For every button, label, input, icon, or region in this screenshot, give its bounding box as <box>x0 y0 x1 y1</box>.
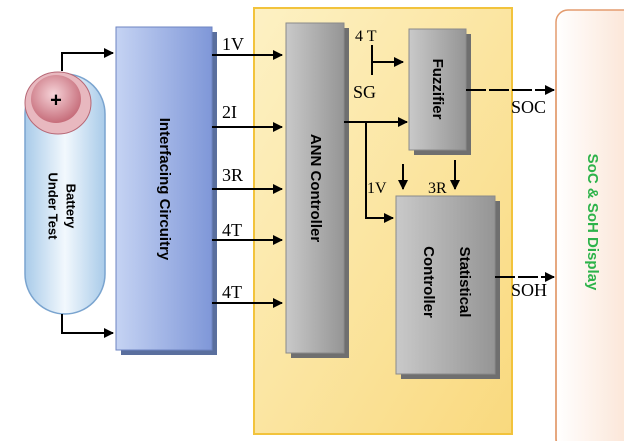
interfacing-label: Interfacing Circuitry <box>156 118 173 261</box>
signal-label-fuzz-4t: 4 T <box>355 28 377 45</box>
display-box: SoC & SoH Display <box>555 9 624 441</box>
signal-arrow-4: 4T <box>212 220 283 245</box>
battery-bottom-connector <box>61 314 114 338</box>
ann-controller-box: ANN Controller <box>285 22 349 358</box>
statistical-label-line1: Statistical <box>456 247 473 318</box>
soc-output-arrow: SOC <box>466 85 555 117</box>
battery-terminal: + <box>24 71 92 135</box>
signal-label-soc: SOC <box>511 97 546 117</box>
interfacing-circuitry-box: Interfacing Circuitry <box>115 26 217 355</box>
signal-arrow-2: 2I <box>212 102 283 132</box>
ann-controller-label: ANN Controller <box>307 134 324 242</box>
battery: + Battery Under Test <box>24 71 106 315</box>
display-label: SoC & SoH Display <box>584 154 601 291</box>
signal-label-sg: SG <box>353 82 376 102</box>
signal-label-4t-second: 4T <box>222 282 242 302</box>
signal-label-stat-1v: 1V <box>367 180 387 197</box>
battery-label-line1: Battery <box>64 184 79 230</box>
signal-label-stat-3r: 3R <box>428 180 447 197</box>
soh-output-arrow: SOH <box>495 272 555 300</box>
statistical-label-line2: Controller <box>420 246 437 318</box>
sg-signal-path: SG <box>344 82 408 223</box>
signal-arrow-1: 1V <box>212 34 283 60</box>
signal-label-4t: 4T <box>222 220 242 240</box>
signal-label-3r: 3R <box>222 165 243 185</box>
signal-arrow-5: 4T <box>212 282 283 308</box>
battery-label-line2: Under Test <box>46 173 61 241</box>
fuzzifier-box: Fuzzifier <box>408 28 471 155</box>
signal-label-soh: SOH <box>511 280 547 300</box>
stat-input-arrows: 1V 3R <box>367 160 460 197</box>
fuzzifier-label: Fuzzifier <box>429 59 446 120</box>
battery-plus-symbol: + <box>50 89 62 111</box>
signal-arrow-3: 3R <box>212 165 283 194</box>
battery-top-connector <box>61 48 114 71</box>
signal-label-1v: 1V <box>222 34 244 54</box>
fuzzifier-t-arrow: 4 T <box>355 28 404 75</box>
signal-label-2i: 2I <box>222 102 237 122</box>
statistical-controller-box: Statistical Controller <box>395 195 500 379</box>
